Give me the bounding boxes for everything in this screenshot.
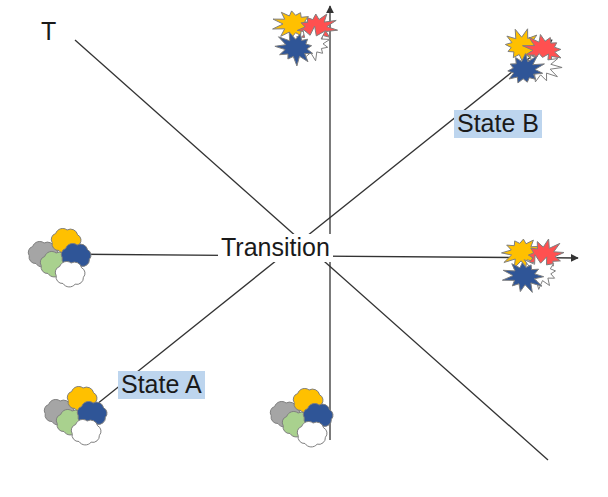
axis-label: T	[38, 18, 59, 46]
cloud-symbol	[71, 419, 101, 444]
state-region: State B	[256, 2, 600, 324]
time-axis	[75, 40, 548, 460]
explosion-symbol	[275, 32, 313, 66]
cloud-symbol	[55, 261, 85, 286]
vertical-axis	[329, 6, 330, 440]
diagonal-axis	[72, 40, 552, 424]
cloud-symbol	[297, 421, 327, 446]
state-label: State A	[118, 371, 205, 399]
region-outline	[256, 2, 600, 324]
region-shape	[12, 207, 378, 495]
region-shape	[258, 2, 597, 322]
explosion-symbol	[502, 263, 543, 293]
explosion-symbol	[508, 54, 545, 83]
center-label: Transition	[218, 234, 333, 262]
state-label: State B	[454, 110, 542, 138]
